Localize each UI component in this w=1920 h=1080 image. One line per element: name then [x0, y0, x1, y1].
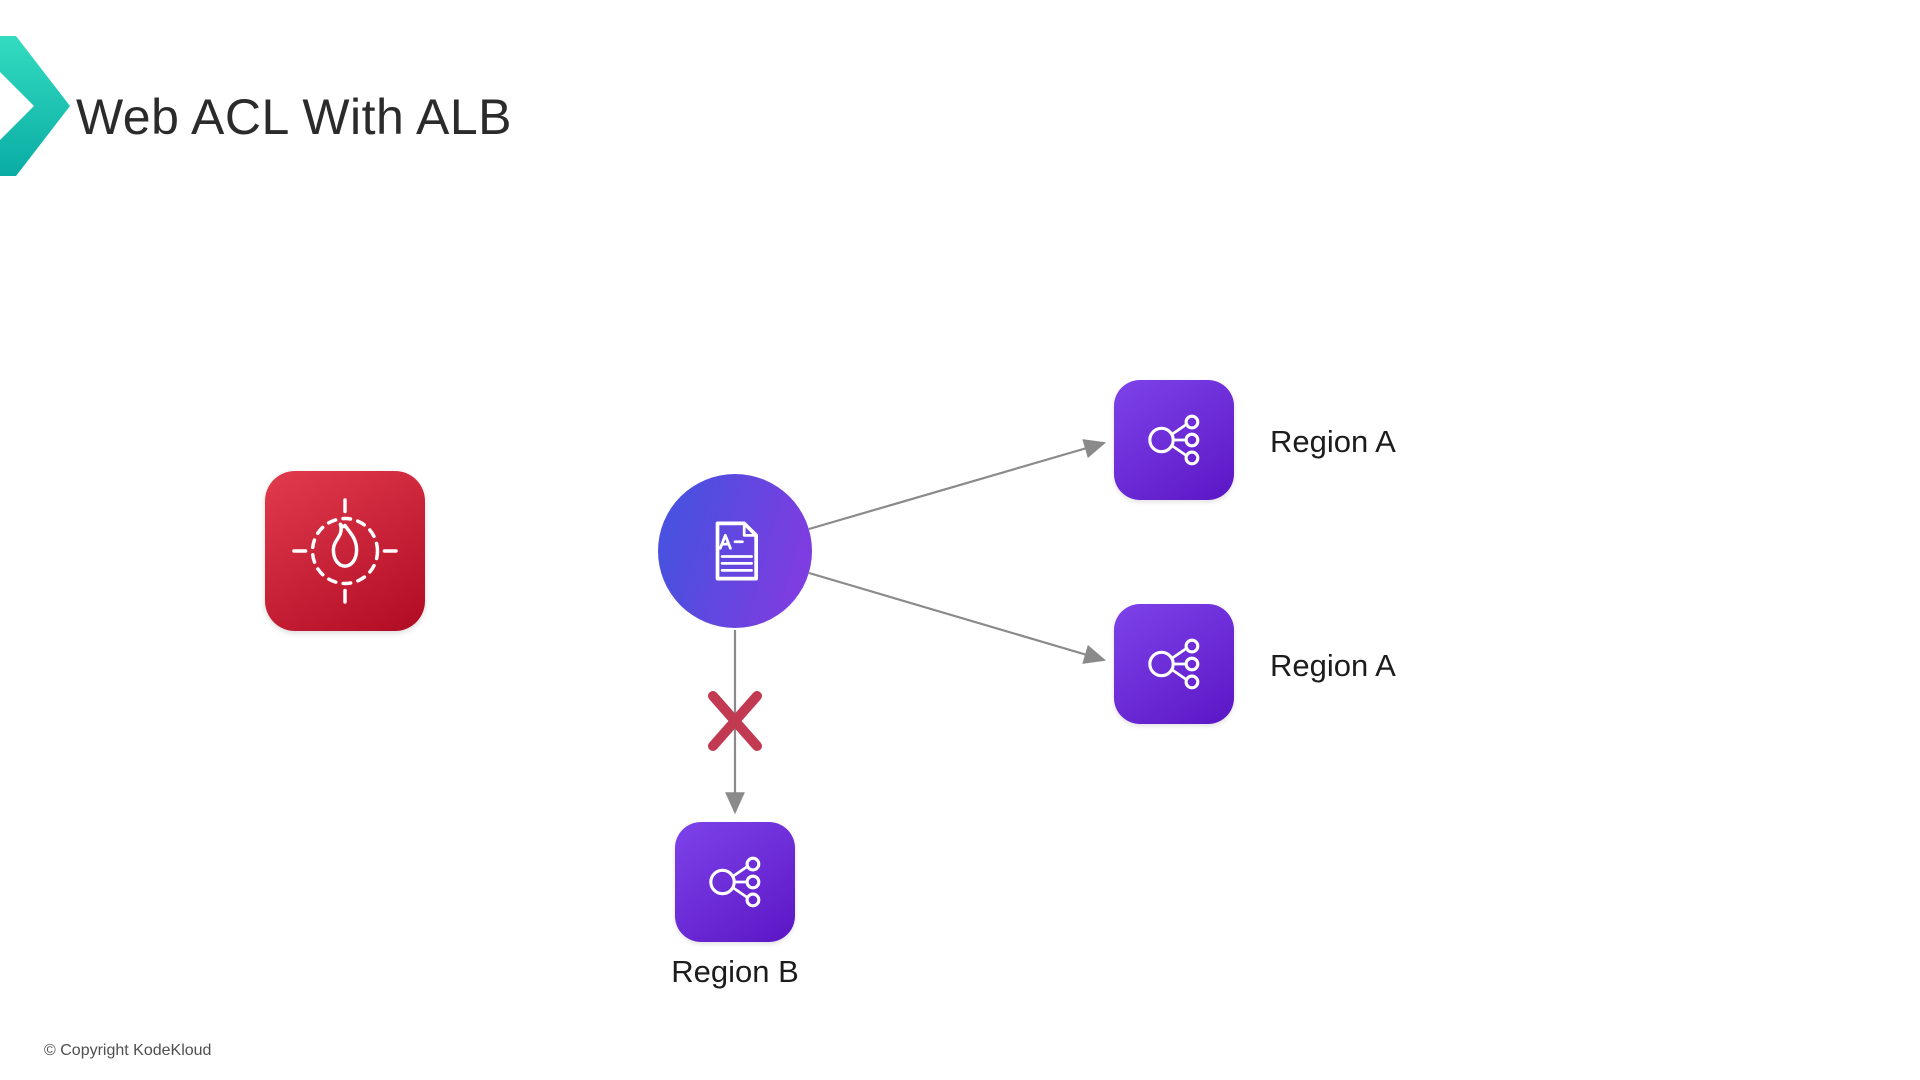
kodekloud-chevron-icon — [0, 36, 70, 176]
web-acl-node — [658, 474, 812, 628]
page-title: Web ACL With ALB — [76, 89, 512, 145]
region-a-bottom-label: Region A — [1270, 648, 1396, 683]
copyright-text: © Copyright KodeKloud — [44, 1042, 212, 1059]
elb-node-region-a-top — [1114, 380, 1234, 500]
region-a-top-label: Region A — [1270, 424, 1396, 459]
region-b-label: Region B — [671, 954, 799, 989]
elb-node-region-a-bottom — [1114, 604, 1234, 724]
load-balancer-icon — [1148, 638, 1200, 690]
arrow-to-region-a-top — [808, 439, 1107, 531]
waf-node — [265, 471, 425, 631]
web-acl-document-icon — [715, 521, 758, 581]
elb-node-region-b — [675, 822, 795, 942]
load-balancer-icon — [709, 856, 761, 908]
arrow-to-region-a-bottom — [808, 571, 1107, 664]
firewall-flame-target-icon — [292, 498, 398, 604]
blocked-x-icon — [708, 691, 762, 751]
load-balancer-icon — [1148, 414, 1200, 466]
